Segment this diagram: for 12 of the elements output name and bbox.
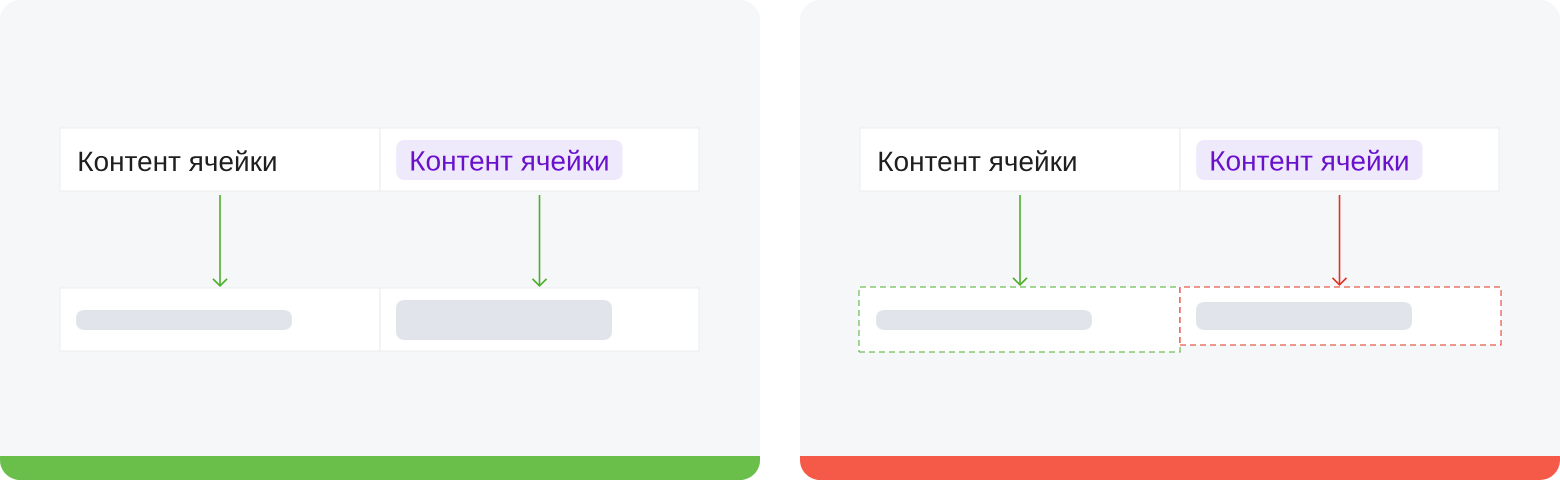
skeleton-bar: [1196, 302, 1412, 330]
arrow: [1012, 194, 1028, 286]
highlighted-text: Контент ячейки: [1196, 140, 1423, 180]
table-cell: Контент ячейки: [59, 127, 381, 192]
arrow: [1331, 194, 1348, 286]
table-cell: Контент ячейки: [859, 127, 1181, 192]
highlighted-text: Контент ячейки: [396, 140, 623, 180]
skeleton-bar: [876, 310, 1092, 330]
arrow: [212, 194, 228, 287]
skeleton-bar: [396, 300, 612, 340]
arrow: [531, 194, 548, 287]
skeleton-bar: [76, 310, 292, 330]
